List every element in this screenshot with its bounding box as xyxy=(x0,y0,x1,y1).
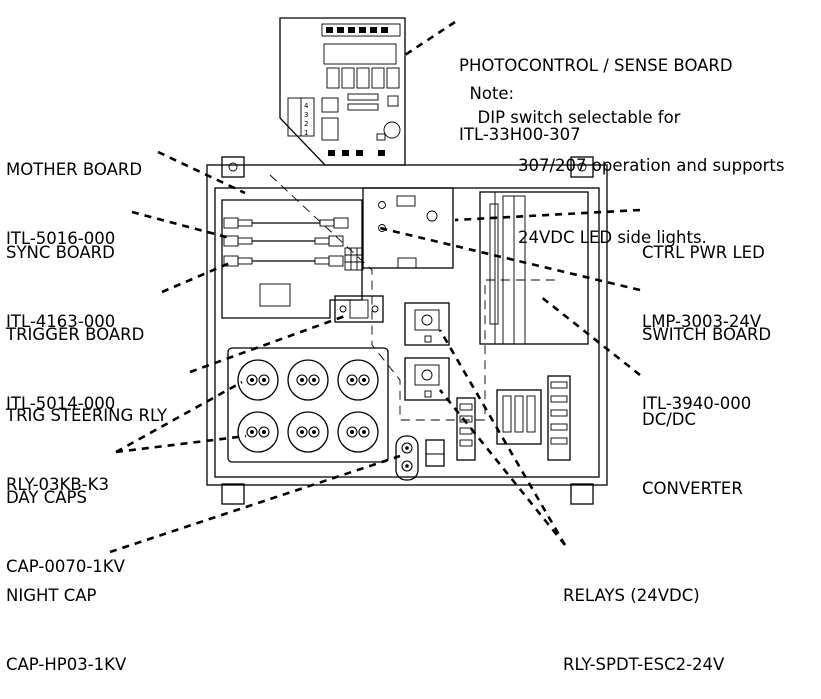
note-line-1: DIP switch selectable for xyxy=(477,108,681,127)
note-prefix: Note: xyxy=(469,84,515,103)
dip-label-4: 4 xyxy=(304,102,309,110)
day-caps-label: DAY CAPS CAP-0070-1KV xyxy=(6,440,125,601)
trigger-board-part: ITL-5014-000 xyxy=(6,394,116,413)
night-cap-name: NIGHT CAP xyxy=(6,586,97,605)
enclosure-diagram: 4 3 2 1 xyxy=(109,17,641,554)
relays xyxy=(404,302,450,401)
dcdc-label: DC/DC CONVERTER xyxy=(642,362,743,523)
relays-name: RELAYS (24VDC) xyxy=(563,586,700,605)
terminal-blocks xyxy=(456,375,571,461)
photocontrol-name: PHOTOCONTROL / SENSE BOARD xyxy=(459,56,733,75)
mother-board-label: MOTHER BOARD ITL-5016-000 xyxy=(6,112,142,273)
day-caps xyxy=(227,347,389,463)
day-cap-1 xyxy=(237,359,279,401)
dip-label-1: 1 xyxy=(304,129,308,137)
day-cap-5 xyxy=(287,411,329,453)
mother-board-name: MOTHER BOARD xyxy=(6,160,143,179)
mother-board xyxy=(221,199,364,319)
day-cap-6 xyxy=(337,411,379,453)
trig-steering-part: RLY-03KB-K3 xyxy=(6,475,109,494)
photocontrol-board: 4 3 2 1 xyxy=(279,17,406,166)
sync-board-part: ITL-4163-000 xyxy=(6,312,116,331)
trig-steering-label: TRIG STEERING RLY RLY-03KB-K3 xyxy=(6,358,167,519)
dip-label-2: 2 xyxy=(304,120,308,128)
photocontrol-label: PHOTOCONTROL / SENSE BOARD ITL-33H00-307 xyxy=(459,8,733,169)
day-caps-name: DAY CAPS xyxy=(6,488,87,507)
note-line-2: 307/207 operation and supports xyxy=(518,156,785,175)
trig-steering-relay xyxy=(334,295,384,323)
trigger-board-label: TRIGGER BOARD ITL-5014-000 xyxy=(6,277,144,438)
sync-board-label: SYNC BOARD ITL-4163-000 xyxy=(6,195,115,356)
night-cap-part: CAP-HP03-1KV xyxy=(6,655,127,674)
switch-board xyxy=(362,187,589,345)
day-cap-4 xyxy=(237,411,279,453)
ctrl-pwr-led-label: CTRL PWR LED LMP-3003-24V xyxy=(642,195,765,356)
relays-part: RLY-SPDT-ESC2-24V xyxy=(563,655,725,674)
note-line-3: 24VDC LED side lights. xyxy=(518,228,707,247)
day-cap-3 xyxy=(337,359,379,401)
day-cap-2 xyxy=(287,359,329,401)
dip-label-3: 3 xyxy=(304,111,308,119)
leader-lines xyxy=(109,20,641,554)
mother-board-part: ITL-5016-000 xyxy=(6,229,116,248)
ctrl-pwr-led-part: LMP-3003-24V xyxy=(642,312,762,331)
night-cap-label: NIGHT CAP CAP-HP03-1KV xyxy=(6,538,126,699)
day-caps-part: CAP-0070-1KV xyxy=(6,557,125,576)
switch-board-name: SWITCH BOARD xyxy=(642,325,772,344)
switch-board-label: SWITCH BOARD ITL-3940-000 xyxy=(642,277,771,438)
switch-board-part: ITL-3940-000 xyxy=(642,394,752,413)
photocontrol-part: ITL-33H00-307 xyxy=(459,125,581,144)
dcdc-part: CONVERTER xyxy=(642,479,743,498)
night-cap xyxy=(395,435,445,481)
sync-board-name: SYNC BOARD xyxy=(6,243,115,262)
dcdc-name: DC/DC xyxy=(642,410,697,429)
photocontrol-note: Note: DIP switch selectable for 307/207 … xyxy=(459,58,785,274)
relays-label: RELAYS (24VDC) RLY-SPDT-ESC2-24V xyxy=(563,538,724,699)
trigger-board-name: TRIGGER BOARD xyxy=(6,325,145,344)
ctrl-pwr-led-name: CTRL PWR LED xyxy=(642,243,765,262)
trig-steering-name: TRIG STEERING RLY xyxy=(6,406,168,425)
